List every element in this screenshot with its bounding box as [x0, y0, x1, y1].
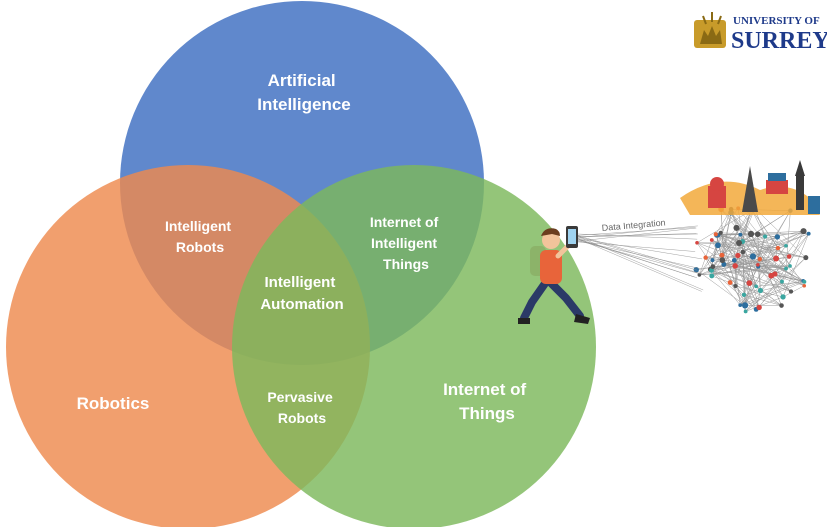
logo-line-university-of: UNIVERSITY OF [733, 15, 820, 27]
data-integration-caption: Data Integration [601, 217, 666, 233]
logo-line-surrey: SURREY [731, 28, 827, 54]
landmarks-icon [680, 160, 820, 215]
stag-emblem-icon [694, 12, 726, 48]
university-logo: UNIVERSITY OF SURREY [694, 12, 827, 54]
label-robotics: Robotics [77, 394, 150, 413]
data-integration-rays [578, 226, 704, 292]
network-globe-icon [694, 206, 811, 314]
